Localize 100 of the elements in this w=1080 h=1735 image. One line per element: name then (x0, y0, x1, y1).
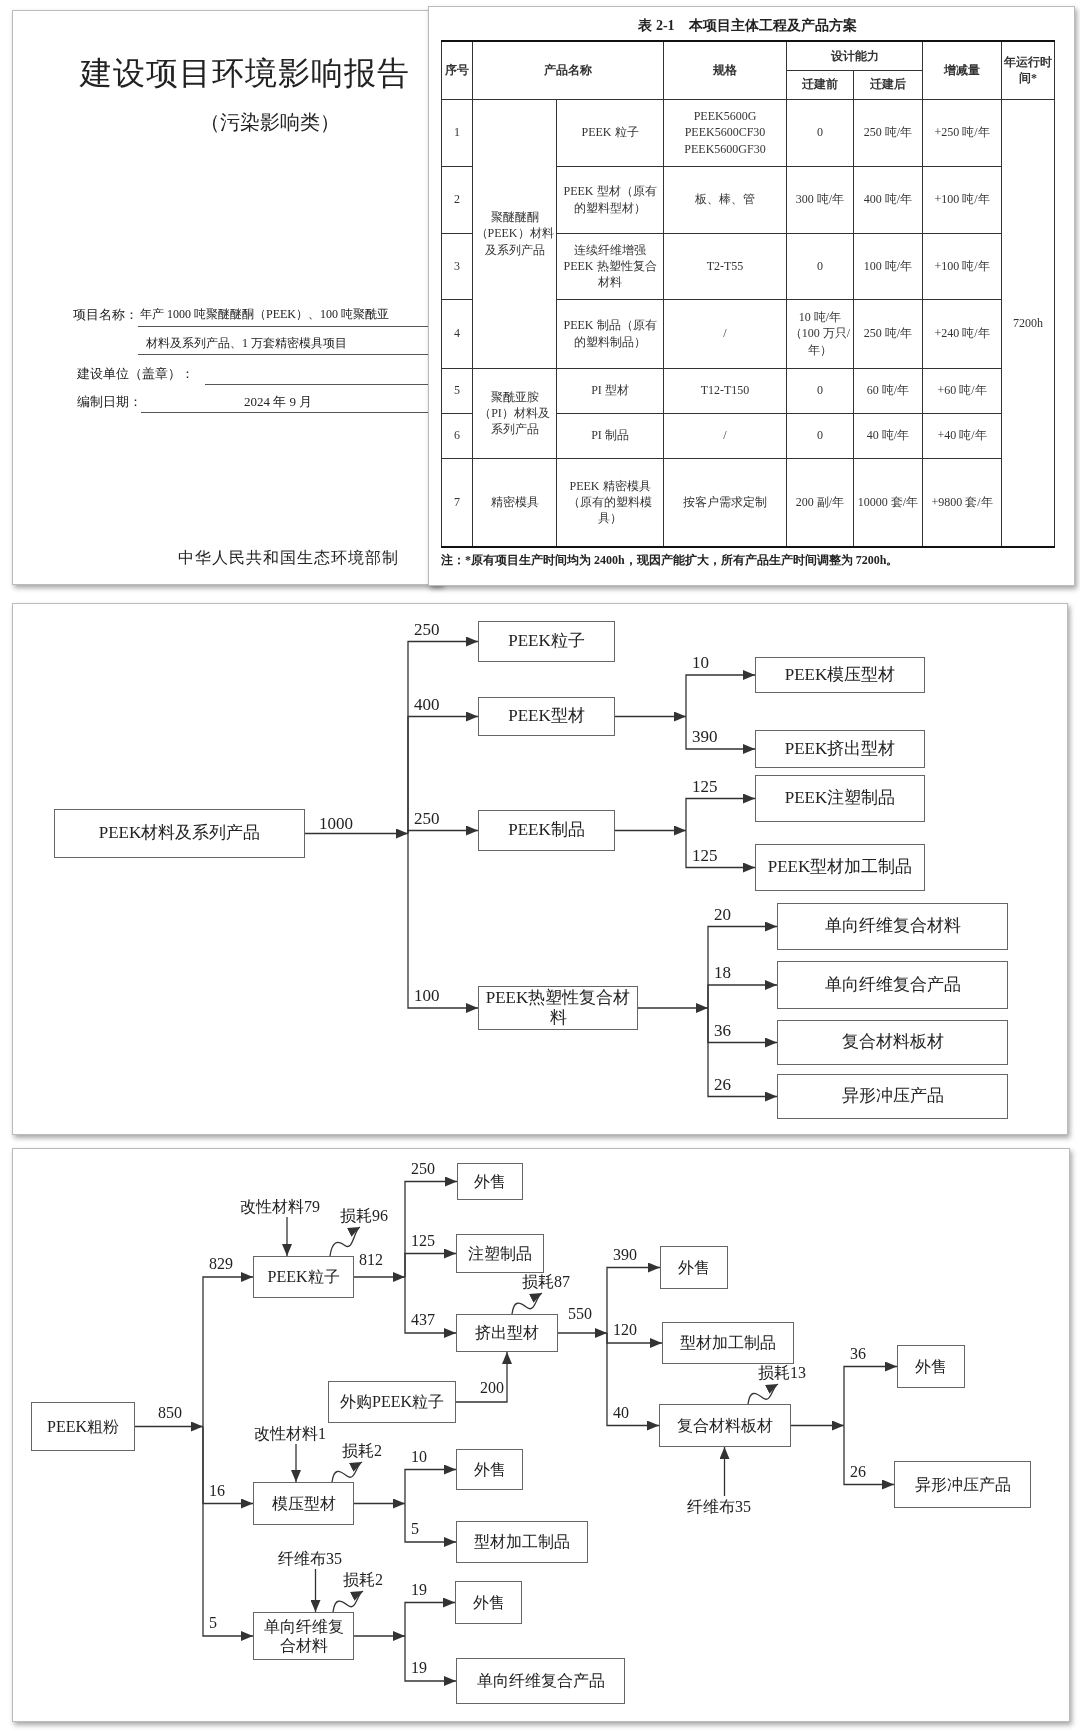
process-box: PEEK型材加工制品 (755, 844, 925, 891)
table-text: +240 吨/年 (934, 326, 990, 341)
process-box: 复合材料板材 (777, 1020, 1008, 1065)
connector-arrow (291, 1443, 301, 1483)
wavy-arrow (332, 1590, 364, 1613)
report-subtitle: （污染影响类） (200, 110, 340, 134)
process-box: 注塑制品 (456, 1234, 544, 1273)
connector-arrow (685, 715, 756, 754)
table-text: 2 (454, 192, 460, 207)
table-text: 400 吨/年 (863, 192, 913, 207)
process-box: 外售 (455, 1581, 522, 1624)
connector-arrow (407, 832, 479, 1013)
wavy-arrow (329, 1226, 361, 1257)
edge-label: 5 (208, 1615, 218, 1631)
table-text: 7200h (1013, 315, 1043, 330)
process-box: PEEK注塑制品 (755, 775, 925, 822)
process-box: 异形冲压产品 (894, 1461, 1031, 1508)
edge-label: 829 (208, 1256, 234, 1272)
process-box: 挤出型材 (456, 1314, 558, 1352)
connector-arrow (707, 1007, 778, 1102)
table-text: / (723, 428, 727, 443)
table-text: 100 吨/年 (863, 258, 913, 273)
table-text: T12-T150 (700, 383, 750, 398)
process-box: 外售 (457, 1163, 523, 1200)
table-text: PI 型材 (591, 383, 629, 398)
connector-arrow (310, 1568, 321, 1613)
process-box: 单向纤维复合材料 (777, 903, 1008, 950)
table-text: T2-T55 (706, 258, 744, 273)
connector-line (304, 828, 409, 839)
table-text: PEEK 型材（原有的塑料型材） (563, 184, 657, 215)
flow-text: 损耗87 (522, 1271, 570, 1292)
connector-line (557, 1328, 608, 1338)
connector-arrow (685, 829, 756, 873)
process-box: 单向纤维复合产品 (777, 961, 1008, 1009)
flow-text: 改性材料1 (254, 1423, 326, 1444)
connector-arrow (719, 1446, 730, 1497)
wavy-arrow (331, 1461, 363, 1483)
connector-arrow (407, 825, 479, 836)
edge-label: 390 (691, 728, 719, 745)
connector-arrow (404, 1502, 457, 1547)
process-box: 型材加工制品 (456, 1521, 588, 1563)
table-text: 300 吨/年 (795, 192, 845, 207)
flow-text: 损耗96 (340, 1205, 388, 1226)
flow-text: 损耗2 (343, 1569, 383, 1590)
table-text: PEEK 制品（原有的塑料制品） (563, 318, 657, 349)
process-box: PEEK挤出型材 (755, 730, 925, 768)
table-text: 精密模具 (490, 495, 539, 510)
table-note: 注：*原有项目生产时间均为 2400h，现因产能扩大，所有产品生产时间调整为 7200h。 (441, 552, 899, 569)
table-text: +40 吨/年 (937, 428, 987, 443)
process-box: 外售 (456, 1449, 523, 1490)
process-box: PEEK制品 (478, 810, 615, 851)
process-box: 单向纤维复合材料 (253, 1612, 354, 1660)
connector-arrow (606, 1332, 660, 1431)
table-text: +9800 套/年 (931, 495, 993, 510)
table-text: 250 吨/年 (863, 326, 913, 341)
connector-line (353, 1498, 406, 1509)
date-value: 2024 年 9 月 (244, 394, 313, 410)
wavy-arrow (511, 1292, 543, 1315)
column-header: 规格 (713, 63, 737, 78)
column-header: 设计能力 (830, 48, 879, 63)
field-value: 年产 1000 吨聚醚醚酮（PEEK）、100 吨聚酰亚 (140, 307, 389, 322)
process-box: 外售 (897, 1345, 965, 1388)
process-box: PEEK热塑性复合材料 (478, 986, 638, 1030)
connector-arrow (685, 670, 756, 718)
connector-line (637, 1003, 709, 1013)
process-box: PEEK材料及系列产品 (54, 809, 305, 858)
table-text: 200 副/年 (795, 495, 845, 510)
edge-label: 10 (691, 654, 710, 671)
connector-arrow (455, 1351, 512, 1403)
edge-label: 200 (479, 1380, 505, 1396)
connector-arrow (843, 1361, 898, 1427)
process-box: 模压型材 (253, 1482, 354, 1525)
issuer-text: 中华人民共和国生态环境部制 (178, 548, 399, 568)
process-box: 单向纤维复合产品 (456, 1658, 625, 1704)
column-header: 产品名称 (544, 63, 592, 78)
connector-line (353, 1631, 406, 1641)
flow-text: 损耗2 (342, 1440, 382, 1461)
connector-arrow (202, 1272, 254, 1428)
table-text: PEEK 粒子 (581, 125, 639, 140)
connector-arrow (606, 1262, 661, 1334)
table-text: PEEK 精密模具（原有的塑料模具） (568, 478, 652, 526)
table-text: 聚酰亚胺（PI）材料及系列产品 (479, 389, 550, 437)
table-text: 0 (817, 383, 823, 398)
field-label: 建设单位（盖章）： (77, 366, 194, 382)
connector-arrow (404, 1635, 457, 1686)
connector-arrow (404, 1464, 457, 1505)
column-header: 迁建前 (802, 77, 838, 92)
edge-label: 437 (410, 1312, 436, 1328)
table-text: 0 (817, 428, 823, 443)
connector-arrow (404, 1276, 457, 1338)
process-box: 异形冲压产品 (777, 1074, 1008, 1119)
connector-arrow (282, 1216, 292, 1257)
table-text: 1 (454, 125, 460, 140)
flow-quantity: 850 (157, 1405, 183, 1421)
table-text: 40 吨/年 (866, 428, 910, 443)
process-box: 外售 (660, 1246, 728, 1289)
connector-line (353, 1272, 406, 1282)
table-text: 250 吨/年 (863, 125, 913, 140)
edge-label: 120 (612, 1322, 638, 1338)
flow-text: 纤维布35 (687, 1496, 751, 1517)
